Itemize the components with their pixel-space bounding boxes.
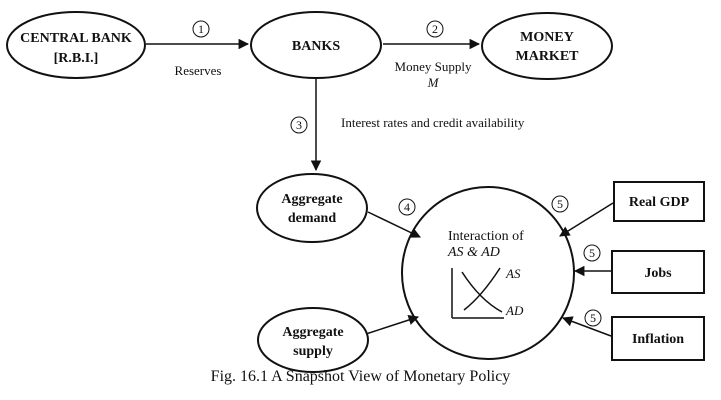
interest-rates-label: Interest rates and credit availability (341, 115, 525, 130)
step-1-number: 1 (198, 22, 204, 36)
money-market-sublabel: MARKET (516, 49, 580, 64)
step-3-marker (290, 116, 308, 134)
step-5c-marker (584, 309, 602, 327)
ad-curve-label: AD (505, 303, 524, 318)
inflation-arrow (562, 316, 612, 337)
aggregate-demand-node: Aggregate demand (256, 173, 368, 243)
aggregate-demand-label: Aggregate (281, 192, 342, 207)
money-market-label: MONEY (520, 30, 574, 45)
demand-to-interaction-arrow (367, 211, 421, 238)
figure-caption: Fig. 16.1 A Snapshot View of Monetary Po… (210, 368, 511, 385)
interaction-sublabel: AS & AD (447, 245, 500, 260)
jobs-label: Jobs (644, 266, 672, 281)
money-supply-symbol: M (427, 75, 440, 90)
real-gdp-label: Real GDP (629, 195, 690, 210)
step-3-number: 3 (296, 118, 302, 132)
aggregate-supply-label: Aggregate (282, 325, 343, 340)
money-supply-label: Money Supply (395, 59, 472, 74)
step-5c-number: 5 (590, 311, 596, 325)
step-5a-number: 5 (557, 197, 563, 211)
real-gdp-box: Real GDP (613, 181, 705, 222)
as-curve-label: AS (505, 266, 521, 281)
step-4-number: 4 (404, 200, 410, 214)
inflation-box: Inflation (611, 316, 705, 361)
step-1-marker (192, 20, 210, 38)
step-2-number: 2 (432, 22, 438, 36)
ad-curve (461, 271, 503, 313)
interaction-label: Interaction of (448, 229, 524, 244)
jobs-box: Jobs (611, 250, 705, 294)
aggregate-supply-node: Aggregate supply (257, 307, 369, 373)
real-gdp-arrow (559, 202, 614, 237)
central-bank-node: CENTRAL BANK [R.B.I.] (6, 11, 146, 79)
central-bank-label: CENTRAL BANK (20, 31, 132, 46)
banks-label: BANKS (292, 39, 340, 54)
inflation-label: Inflation (632, 332, 684, 347)
as-curve (463, 267, 501, 311)
step-5b-marker (583, 244, 601, 262)
reserves-label: Reserves (175, 63, 222, 78)
central-bank-sublabel: [R.B.I.] (54, 51, 99, 66)
money-market-node: MONEY MARKET (481, 12, 613, 80)
interaction-node: Interaction of AS & AD AS AD (401, 186, 575, 360)
step-5a-marker (551, 195, 569, 213)
aggregate-supply-sublabel: supply (293, 344, 333, 359)
mini-as-ad-chart: AS AD (451, 266, 524, 319)
step-4-marker (398, 198, 416, 216)
step-2-marker (426, 20, 444, 38)
step-5b-number: 5 (589, 246, 595, 260)
banks-node: BANKS (250, 11, 382, 79)
supply-to-interaction-arrow (365, 314, 419, 335)
aggregate-demand-sublabel: demand (288, 211, 336, 226)
